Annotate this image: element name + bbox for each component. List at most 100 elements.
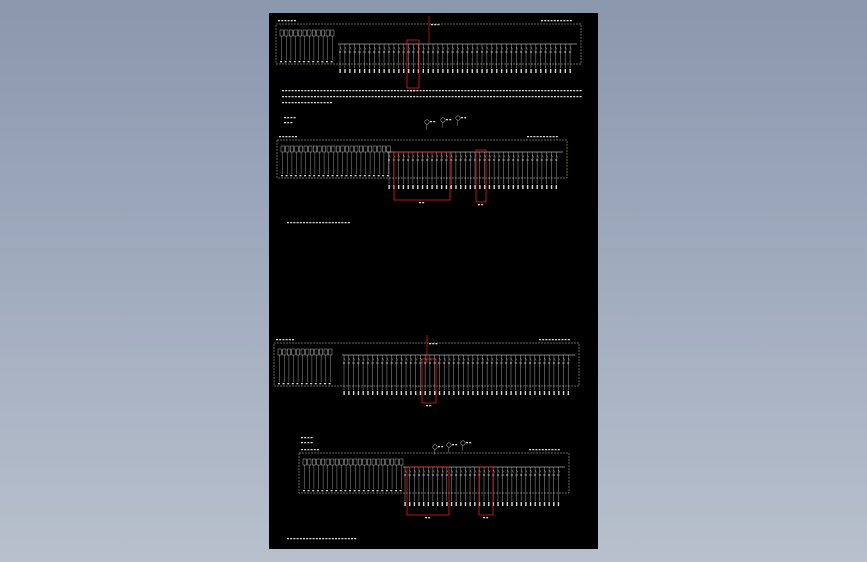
terminal-symbol: [520, 473, 523, 477]
terminal-symbol: [409, 361, 412, 365]
circuit-label-mark: [525, 69, 527, 73]
breaker-symbol: [525, 46, 528, 50]
circuit-label-mark: [548, 502, 550, 506]
breaker-symbol: [410, 357, 413, 361]
incoming-breaker: [322, 145, 326, 153]
breaker-symbol: [472, 46, 474, 50]
incoming-breaker: [277, 348, 282, 356]
panel-ref-mark: [287, 122, 290, 124]
circuit-label-mark: [412, 185, 414, 189]
callout-label-mark: [466, 442, 468, 444]
circuit-label-mark: [466, 69, 469, 73]
panel-title-mark: [566, 20, 569, 22]
terminal-symbol: [436, 473, 439, 477]
highlight-box: [393, 151, 451, 201]
drawing-caption-mark: [287, 222, 289, 224]
circuit-label-mark: [526, 185, 529, 189]
incoming-breaker: [345, 145, 349, 153]
feeder-label-mark: [282, 383, 285, 385]
note-text-mark: [346, 96, 348, 98]
circuit-label-mark: [339, 69, 341, 73]
terminal-symbol: [427, 50, 430, 54]
terminal-symbol: [493, 158, 496, 162]
feeder-label-mark: [399, 490, 402, 492]
incoming-breaker: [312, 29, 316, 37]
terminal-symbol: [390, 361, 393, 365]
note-text-mark: [371, 96, 374, 98]
panel-title-mark: [282, 136, 285, 138]
terminal-symbol: [496, 473, 499, 477]
note-text-mark: [560, 96, 563, 98]
circuit-label-mark: [543, 502, 546, 506]
feeder-label-mark: [312, 490, 315, 492]
circuit-label-mark: [413, 502, 416, 506]
breaker-symbol: [474, 469, 477, 473]
circuit-label-mark: [368, 69, 371, 73]
note-text-mark: [496, 90, 499, 92]
panel-title-mark: [279, 339, 282, 341]
feeder-label-mark: [281, 175, 283, 177]
note-text-mark: [307, 102, 310, 104]
terminal-symbol: [509, 361, 513, 365]
drawing-caption-mark: [296, 538, 299, 540]
terminal-symbol: [562, 361, 565, 365]
note-text-mark: [550, 90, 553, 92]
terminal-symbol: [387, 50, 391, 54]
panel-title-mark: [541, 449, 544, 451]
panel-title-mark: [546, 136, 549, 138]
breaker-symbol: [437, 469, 440, 473]
breaker-symbol: [541, 154, 544, 158]
circuit-label-mark: [512, 185, 515, 189]
breaker-symbol: [479, 154, 482, 158]
incoming-breaker: [372, 145, 377, 153]
incoming-breaker: [319, 348, 323, 356]
terminal-symbol: [534, 50, 537, 54]
note-text-mark: [499, 96, 502, 98]
panel-title-mark: [551, 339, 554, 341]
circuit-label-mark: [398, 69, 400, 73]
breaker-symbol: [446, 469, 449, 473]
circuit-label-mark: [367, 391, 369, 395]
circuit-label-mark: [559, 69, 562, 73]
circuit-label-mark: [515, 69, 518, 73]
circuit-label-mark: [434, 391, 436, 395]
note-text-mark: [579, 90, 582, 92]
incoming-breaker: [386, 145, 391, 153]
breaker-symbol: [450, 154, 453, 158]
breaker-symbol: [546, 154, 549, 158]
breaker-symbol: [565, 46, 567, 50]
circuit-label-mark: [491, 391, 493, 395]
terminal-symbol: [478, 473, 481, 477]
panel-title-mark: [547, 20, 550, 22]
breaker-symbol: [569, 46, 572, 50]
incoming-breaker: [289, 29, 293, 37]
terminal-symbol: [500, 50, 503, 54]
circuit-label-mark: [376, 391, 379, 395]
breaker-symbol: [510, 357, 513, 361]
feeder-label-mark: [278, 383, 280, 385]
terminal-symbol: [469, 473, 472, 477]
drawing-caption-mark: [293, 538, 296, 540]
breaker-symbol: [447, 46, 450, 50]
circuit-label-mark: [393, 69, 395, 73]
terminal-symbol: [548, 473, 551, 477]
breaker-symbol: [369, 46, 371, 50]
incoming-breaker: [308, 145, 313, 153]
terminal-symbol: [529, 361, 532, 365]
feeder-label-mark: [372, 490, 374, 492]
terminal-symbol: [397, 50, 400, 54]
circuit-label-mark: [447, 69, 449, 73]
breaker-symbol: [491, 357, 494, 361]
feeder-label-mark: [376, 490, 379, 492]
circuit-label-mark: [407, 69, 410, 73]
callout-label-mark: [441, 446, 444, 448]
service-label-mark: [432, 343, 435, 345]
note-text-mark: [330, 102, 332, 104]
callout-bubble: [424, 119, 430, 125]
drawing-caption-mark: [341, 222, 344, 224]
note-text-mark: [406, 90, 409, 92]
note-text-mark: [291, 90, 294, 92]
circuit-label-mark: [481, 69, 483, 73]
feeder-label-mark: [336, 175, 339, 177]
circuit-label-mark: [363, 69, 366, 73]
